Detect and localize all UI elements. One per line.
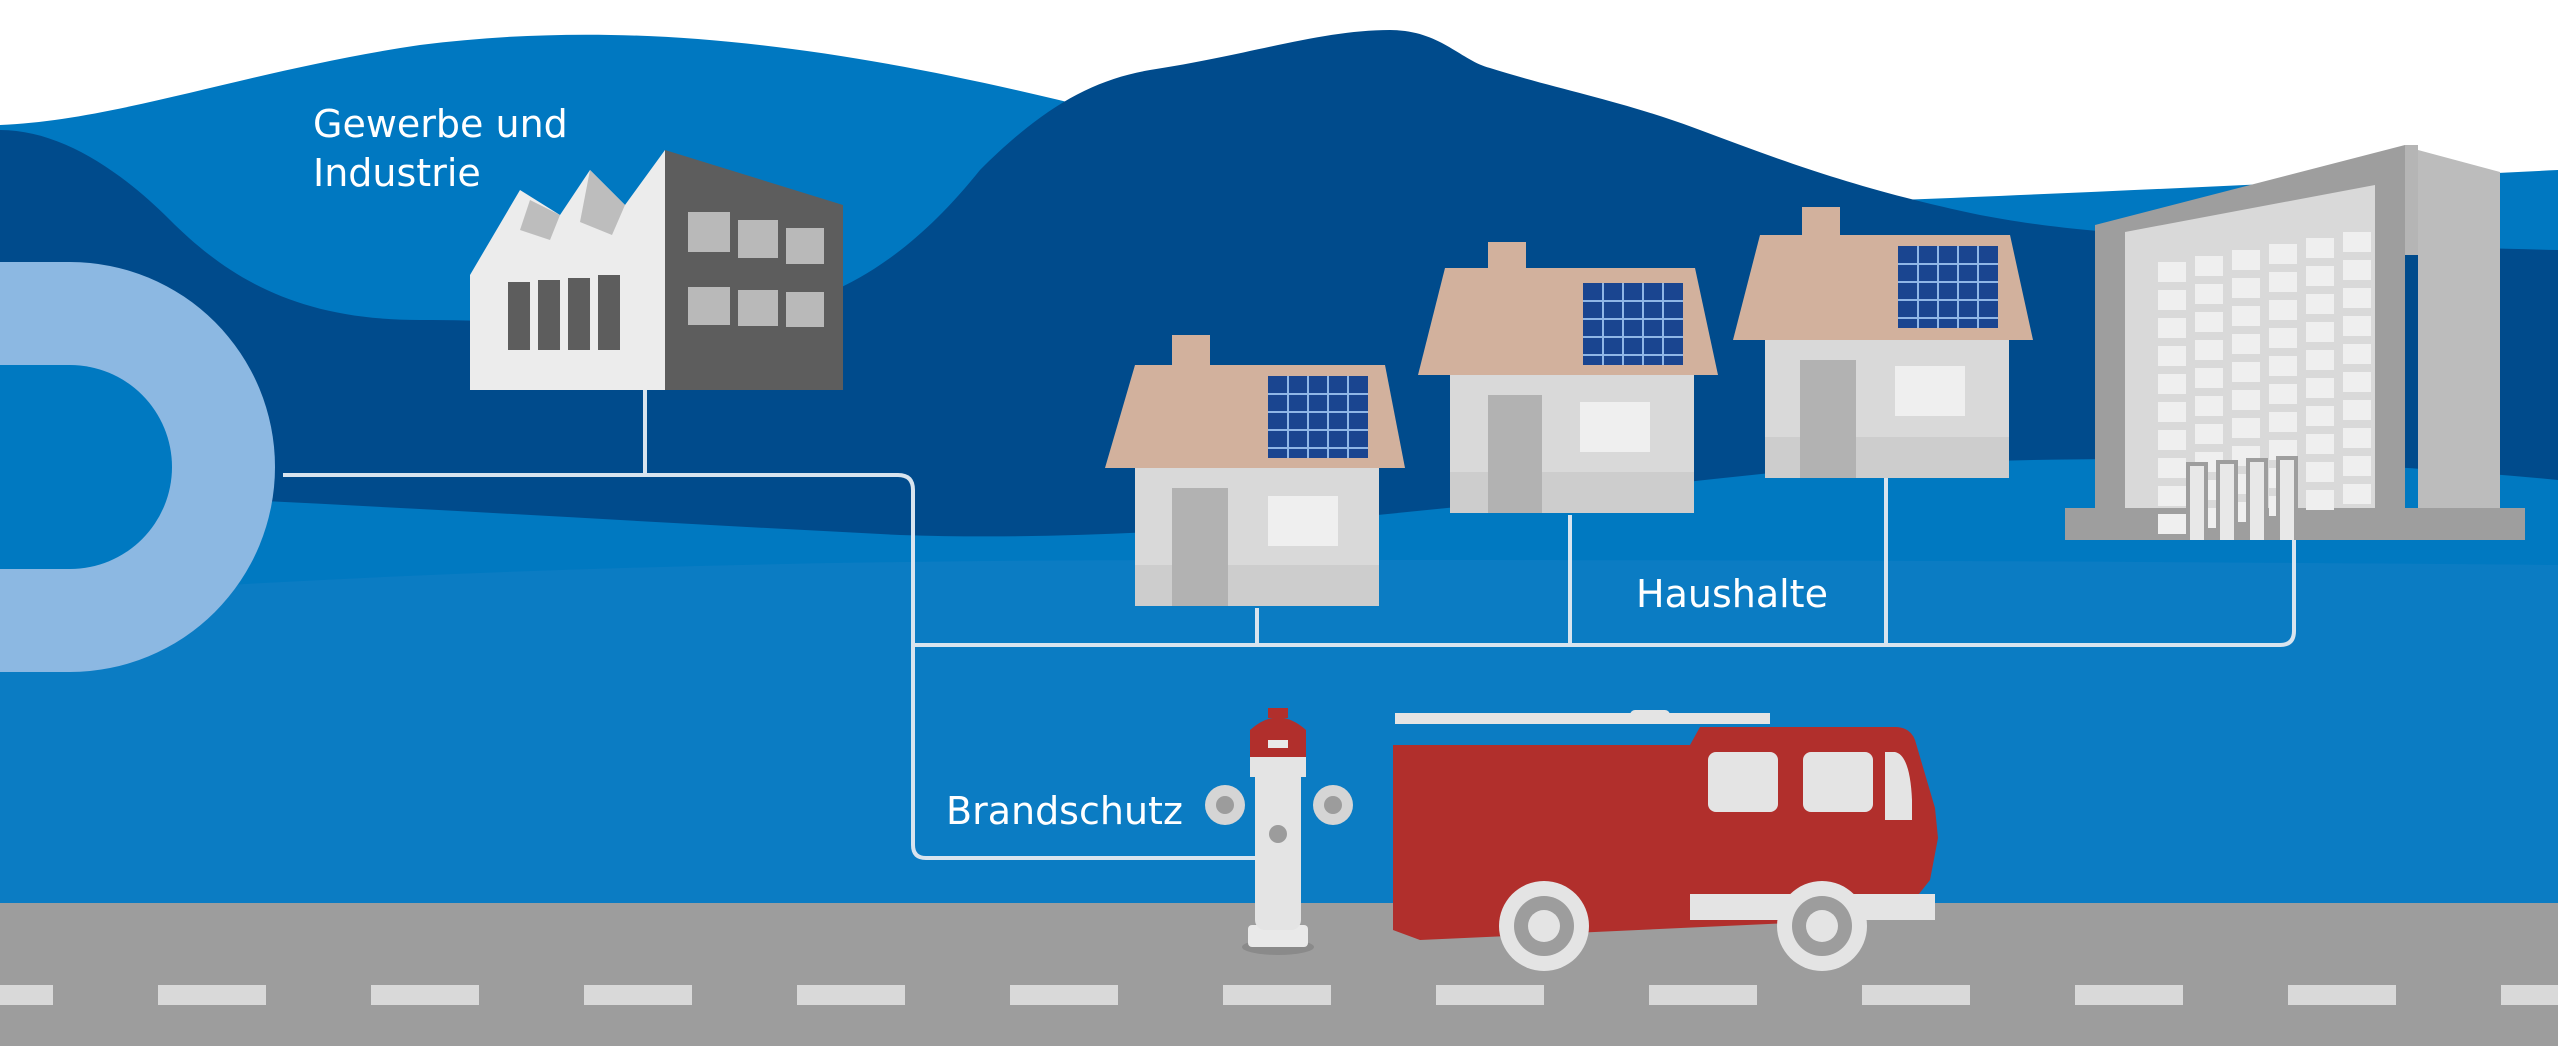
road-dash [2075,985,2183,1005]
building-window [2269,272,2297,292]
building-window [2343,484,2371,504]
building-window [2343,344,2371,364]
road-dash [1649,985,1757,1005]
households-label: Haushalte [1636,572,1828,616]
building-window [2158,458,2186,478]
building-window [2195,340,2223,360]
building-window [2306,406,2334,426]
road-dash [1010,985,1118,1005]
building-window [2306,462,2334,482]
road-dash [1223,985,1331,1005]
building-window [2195,396,2223,416]
building-window [2306,266,2334,286]
industry-label: Gewerbe und Industrie [313,100,568,199]
building-window [2158,402,2186,422]
fire-truck-icon [1393,710,1938,971]
building-window [2158,262,2186,282]
road-dash [2501,985,2558,1005]
road-markings [0,985,2558,1005]
building-window [2306,238,2334,258]
building-window [2269,356,2297,376]
building-window [2269,384,2297,404]
building-window [2195,284,2223,304]
road-dash [1862,985,1970,1005]
house-icon [1733,207,2033,478]
fire-protection-label: Brandschutz [946,789,1183,833]
house-icon [1105,335,1405,606]
building-window [2232,390,2260,410]
building-window [2269,328,2297,348]
building-window [2195,368,2223,388]
building-window [2306,350,2334,370]
industry-label-line1: Gewerbe und [313,102,568,146]
building-window [2343,428,2371,448]
solar-panel [1583,283,1683,365]
apartment-building-icon [2065,145,2525,540]
road-dash [584,985,692,1005]
building-window [2343,372,2371,392]
house-icon [1418,242,1718,513]
building-window [2232,250,2260,270]
road-dash [371,985,479,1005]
building-window [2158,346,2186,366]
factory-icon [470,150,843,390]
solar-panel [1898,246,1998,328]
building-window [2343,260,2371,280]
building-window [2269,412,2297,432]
building-window [2306,490,2334,510]
road-dash [797,985,905,1005]
building-window [2195,256,2223,276]
building-window [2232,278,2260,298]
building-window [2343,232,2371,252]
building-window [2306,322,2334,342]
building-window [2158,430,2186,450]
building-window [2158,290,2186,310]
building-window [2195,424,2223,444]
building-window [2232,418,2260,438]
building-window [2306,378,2334,398]
building-window [2343,400,2371,420]
building-window [2158,374,2186,394]
building-window [2269,244,2297,264]
truck-wheel [1777,881,1867,971]
road-dash [158,985,266,1005]
water-tank-icon [0,262,275,672]
road-dash [0,985,53,1005]
solar-panel [1268,376,1368,458]
building-window [2158,486,2186,506]
building-window [2306,434,2334,454]
building-window [2158,318,2186,338]
building-window [2195,312,2223,332]
building-window [2232,362,2260,382]
building-window [2269,440,2297,460]
building-window [2269,300,2297,320]
building-window [2343,456,2371,476]
hydrant-icon [1205,708,1353,955]
pipe-network [283,390,2296,860]
building-window [2343,316,2371,336]
truck-wheel [1499,881,1589,971]
building-window [2158,514,2186,534]
building-window [2306,294,2334,314]
road-dash [2288,985,2396,1005]
building-window [2232,334,2260,354]
industry-label-line2: Industrie [313,151,481,196]
road-dash [1436,985,1544,1005]
building-window [2343,288,2371,308]
building-window [2232,306,2260,326]
